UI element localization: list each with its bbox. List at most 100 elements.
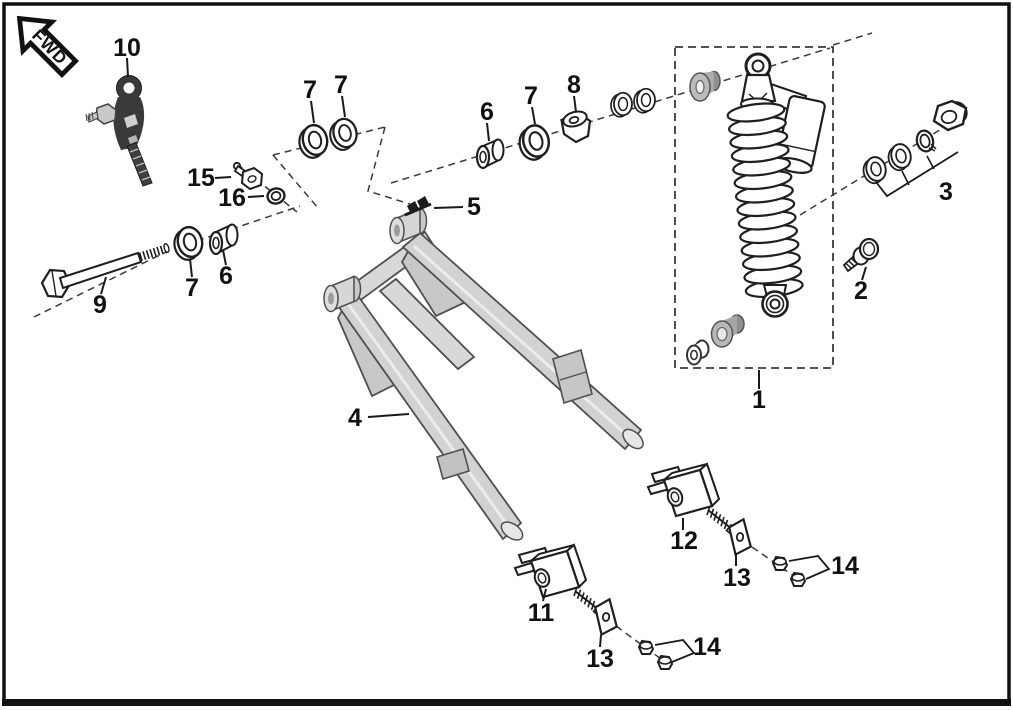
clamp-highlight-2 — [128, 135, 138, 144]
bushing-hole — [716, 326, 728, 342]
part-15-grease-fitting — [232, 161, 264, 191]
shock-upper-axis-line — [390, 47, 831, 184]
callout-2: 2 — [854, 277, 868, 305]
callout-7-top-b: 7 — [334, 71, 348, 99]
swingarm-left-axle-end — [500, 521, 524, 541]
ring-outer — [266, 187, 286, 205]
part-washer-small-b — [633, 87, 656, 114]
part-8-nut — [560, 110, 592, 144]
right-pivot-hole — [394, 224, 400, 237]
stopper-base — [404, 202, 432, 217]
callout-14-bottom: 14 — [693, 633, 721, 661]
swingarm-left-bracket — [436, 447, 470, 481]
clamp-bolt-head — [95, 103, 117, 125]
leader-4 — [367, 413, 410, 418]
bracket-3-ticks — [901, 155, 935, 186]
part-13-plate-bottom — [590, 596, 622, 638]
callout-13-bottom: 13 — [586, 645, 614, 673]
part-3-dome-nut-body — [932, 99, 968, 132]
swingarm-right-arm-highlight — [413, 244, 631, 440]
callout-13-right: 13 — [723, 564, 751, 592]
callout-7-top-a: 7 — [303, 76, 317, 104]
bracket-3 — [875, 151, 959, 198]
upper-washer-axis-line — [272, 126, 386, 156]
bolt-head — [858, 237, 880, 261]
callout-4: 4 — [348, 404, 362, 432]
part-9-pivot-bolt — [40, 243, 170, 299]
fwd-badge: FWD — [16, 15, 79, 78]
part-14-nut-a — [638, 640, 654, 655]
pivot-axis-line — [33, 205, 301, 318]
callout-8: 8 — [567, 71, 581, 99]
part-7-washer-left — [169, 223, 207, 264]
fwd-arrow-icon — [16, 15, 79, 78]
part-bushing-lower — [710, 314, 745, 348]
callout-6-left: 6 — [219, 262, 233, 290]
part-3-nut-face — [940, 109, 958, 125]
shock-upper-axis-extension — [832, 32, 873, 46]
leader-7-left — [189, 258, 193, 278]
bolt-tip — [163, 243, 170, 253]
callout-14-right: 14 — [831, 552, 859, 580]
part-5-stopper — [404, 196, 432, 217]
grease-fitting-face — [247, 175, 257, 183]
leader-6-left — [222, 249, 227, 266]
nut-hole — [568, 115, 580, 125]
leader-8 — [573, 95, 577, 113]
swingarm-left-arm-highlight — [344, 300, 513, 531]
swingarm-axle-slot — [559, 371, 587, 381]
part-3-washer-a — [859, 154, 890, 187]
callout-12: 12 — [670, 527, 698, 555]
leader-15 — [214, 176, 232, 179]
callout-10: 10 — [113, 34, 141, 62]
spacer-hole — [212, 236, 220, 250]
swingarm-right-axle-end — [622, 428, 644, 450]
nut-face — [562, 110, 588, 128]
leader-7a — [310, 100, 315, 124]
shock-yoke — [740, 73, 777, 103]
shock-stud-axis-line — [799, 119, 957, 216]
callout-11: 11 — [528, 599, 555, 627]
part-13-plate-right — [724, 516, 756, 558]
leader-5 — [433, 206, 464, 209]
callout-7-mid: 7 — [524, 82, 538, 110]
bracket-14-right — [788, 555, 831, 580]
spacer-back-face — [225, 223, 239, 247]
callout-5: 5 — [467, 193, 481, 221]
bolt-shaft — [58, 251, 143, 290]
ring-inner — [270, 191, 282, 201]
bolt-threads — [844, 255, 861, 269]
clamp-ring-hole — [123, 82, 135, 94]
clamp-bolt-threads — [85, 111, 94, 122]
swingarm-center-brace — [378, 277, 476, 371]
part-3-washer-b — [884, 141, 915, 174]
clamp-highlight — [124, 114, 138, 128]
clamp-rod-threads — [129, 148, 151, 181]
part-1-dashed-box — [674, 46, 834, 369]
part-spacer-lower — [686, 339, 710, 366]
part-12-adjuster — [646, 462, 740, 538]
leader-2 — [861, 266, 867, 281]
part-3-washers-nut — [859, 99, 968, 187]
part-4-swingarm — [323, 207, 644, 541]
shock-spring — [726, 102, 804, 299]
part-6-spacer-left — [208, 223, 239, 256]
part-14-nut-d — [790, 572, 806, 587]
spacer-front — [686, 344, 702, 366]
callout-16: 16 — [218, 184, 246, 212]
grease-fitting-hex — [240, 166, 264, 191]
callout-1: 1 — [752, 386, 766, 414]
callout-7-left: 7 — [185, 274, 199, 302]
part-16-ring — [266, 187, 286, 205]
part-10-clamp — [85, 75, 153, 187]
spacer-front-face — [208, 230, 224, 256]
leader-10 — [126, 57, 129, 78]
spacer-front-face — [475, 144, 491, 170]
part-6-spacer-top — [475, 138, 505, 170]
leader-9 — [100, 276, 107, 295]
leader-13-bottom — [599, 634, 602, 648]
callout-15: 15 — [187, 164, 215, 192]
callout-9: 9 — [93, 291, 107, 319]
